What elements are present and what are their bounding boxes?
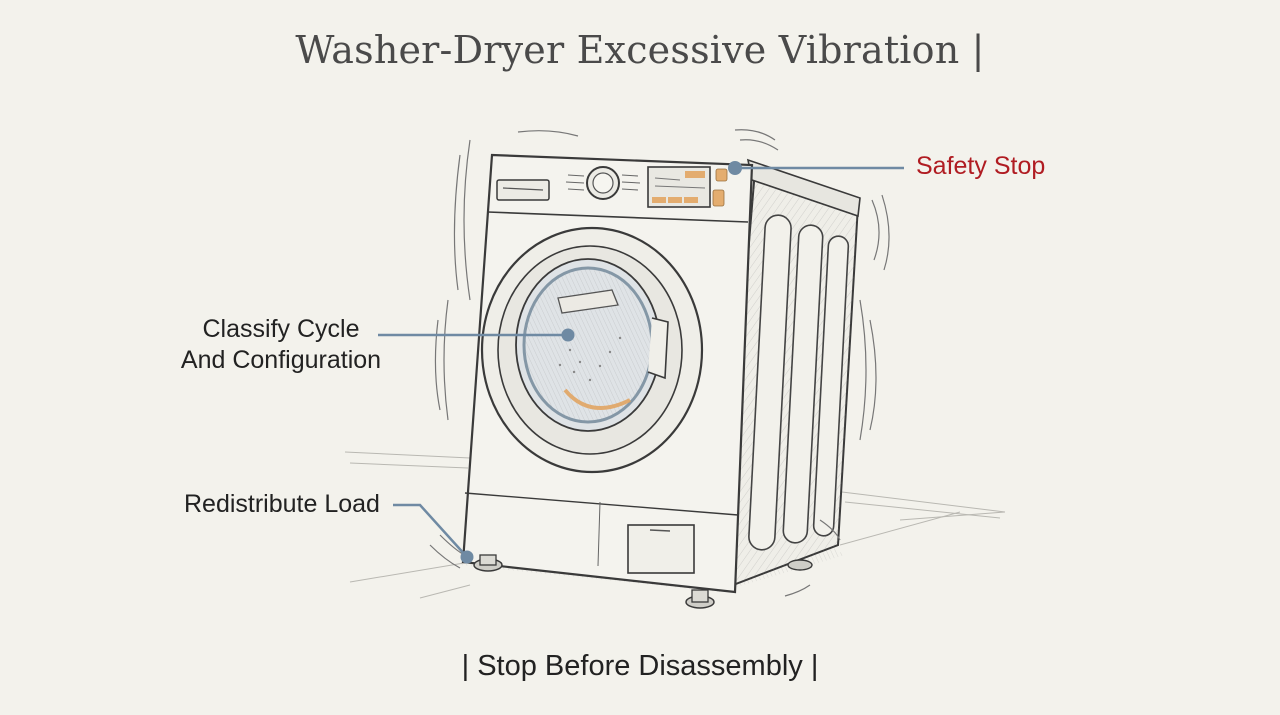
diagram-title: Washer-Dryer Excessive Vibration | [295, 28, 985, 72]
washer-side-panel [718, 158, 861, 592]
callout-classify-line1: Classify Cycle [202, 315, 360, 343]
washer-door [480, 226, 704, 474]
callout-dots [460, 161, 742, 564]
callout-safety-stop: Safety Stop [916, 152, 1046, 180]
callout-lines [378, 166, 904, 558]
callout-classify-cycle: Classify Cycle And Configuration [170, 314, 392, 376]
redistribute-leader [393, 503, 468, 558]
callout-classify-line2: And Configuration [180, 346, 382, 374]
diagram-footer: | Stop Before Disassembly | [461, 650, 819, 682]
safety-stop-dot [728, 161, 742, 175]
washer-feet [473, 554, 813, 609]
redistribute-dot [460, 550, 474, 564]
classify-dot [561, 328, 575, 342]
vibration-marks [429, 129, 890, 597]
callout-redistribute-load: Redistribute Load [184, 490, 380, 518]
floor-lines [344, 451, 1006, 599]
